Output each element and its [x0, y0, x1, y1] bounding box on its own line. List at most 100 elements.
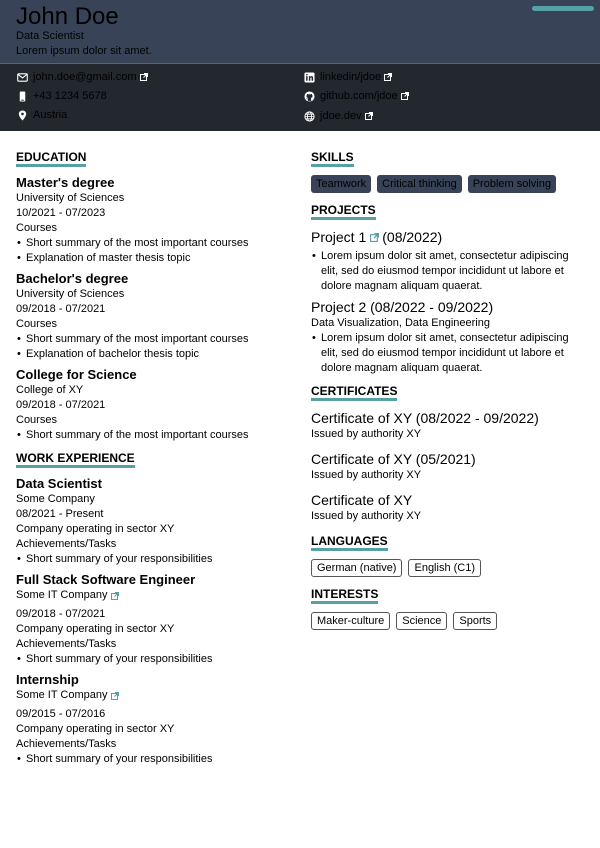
- list-item: Short summary of your responsibilities: [16, 752, 286, 767]
- github-icon: [303, 90, 315, 102]
- date-range: 09/2018 - 07/2021: [16, 303, 106, 315]
- project-name: Project 2: [311, 299, 367, 315]
- certificate-entry: Certificate of XY (05/2021) Issued by au…: [311, 450, 583, 483]
- bullet-list: Short summary of the most important cour…: [16, 332, 286, 362]
- degree-title: Bachelor's degree: [16, 271, 129, 286]
- skill-tag: Problem solving: [467, 175, 556, 193]
- resume-header: John Doe Data Scientist Lorem ipsum dolo…: [0, 0, 600, 63]
- linkedin-link[interactable]: linkedin/jdoe: [320, 71, 382, 83]
- project-entry: Project 2 (08/2022 - 09/2022) Data Visua…: [311, 298, 583, 376]
- language-tags: German (native) English (C1): [311, 559, 583, 577]
- summary-text: Lorem ipsum dolor sit amet.: [16, 45, 152, 57]
- skill-tag: Teamwork: [311, 175, 372, 193]
- section-heading-education: EDUCATION: [16, 150, 87, 167]
- contact-location: Austria: [16, 107, 67, 123]
- certificate-entry: Certificate of XY Issued by authority XY: [311, 491, 583, 524]
- list-item: Short summary of your responsibilities: [16, 552, 286, 567]
- language-tag: German (native): [311, 559, 403, 577]
- company-link[interactable]: Some IT Company: [16, 688, 286, 703]
- contact-website[interactable]: jdoe.dev: [303, 108, 373, 124]
- company-name[interactable]: Some IT Company: [16, 689, 108, 701]
- certificate-title: Certificate of XY (05/2021): [311, 451, 476, 467]
- section-heading-interests: INTERESTS: [311, 587, 379, 604]
- job-title: Data Scientist: [16, 30, 84, 42]
- bullet-list: Lorem ipsum dolor sit amet, consectetur …: [311, 249, 583, 294]
- degree-title: Master's degree: [16, 175, 115, 190]
- list-item: Short summary of your responsibilities: [16, 652, 286, 667]
- company-description: Company operating in sector XY: [16, 523, 175, 535]
- list-item: Lorem ipsum dolor sit amet, consectetur …: [311, 249, 583, 294]
- project-title: Project 2 (08/2022 - 09/2022): [311, 298, 583, 316]
- list-item: Short summary of the most important cour…: [16, 428, 286, 443]
- external-link-icon: [370, 232, 380, 242]
- institution: University of Sciences: [16, 288, 125, 300]
- bullet-list: Short summary of your responsibilities: [16, 652, 286, 667]
- external-link-icon: [364, 112, 373, 120]
- courses-label: Courses: [16, 222, 57, 234]
- github-link[interactable]: github.com/jdoe: [320, 90, 398, 102]
- work-entry: Full Stack Software Engineer Some IT Com…: [16, 572, 286, 667]
- list-item: Explanation of bachelor thesis topic: [16, 347, 286, 362]
- certificate-issuer: Issued by authority XY: [311, 510, 422, 522]
- location-pin-icon: [16, 109, 28, 121]
- contact-bar: john.doe@gmail.com +43 1234 5678 Austria…: [0, 63, 600, 131]
- courses-label: Courses: [16, 318, 57, 330]
- list-item: Lorem ipsum dolor sit amet, consectetur …: [311, 331, 583, 376]
- certificate-issuer: Issued by authority XY: [311, 428, 422, 440]
- external-link-icon: [384, 73, 393, 81]
- interest-tags: Maker-culture Science Sports: [311, 612, 583, 630]
- right-column: SKILLS Teamwork Critical thinking Proble…: [311, 150, 583, 640]
- external-link-icon: [400, 92, 409, 100]
- project-date: (08/2022): [382, 229, 443, 245]
- role-title: Internship: [16, 672, 79, 687]
- contact-email[interactable]: john.doe@gmail.com: [16, 69, 148, 85]
- company-name: Some Company: [16, 493, 95, 505]
- section-heading-work: WORK EXPERIENCE: [16, 451, 135, 468]
- certificate-entry: Certificate of XY (08/2022 - 09/2022) Is…: [311, 409, 583, 442]
- section-heading-languages: LANGUAGES: [311, 534, 388, 551]
- website-link[interactable]: jdoe.dev: [320, 110, 362, 122]
- bullet-list: Lorem ipsum dolor sit amet, consectetur …: [311, 331, 583, 376]
- interest-tag: Science: [396, 612, 448, 630]
- linkedin-icon: [303, 71, 315, 83]
- accent-bar: [532, 6, 594, 11]
- person-name: John Doe: [16, 3, 119, 30]
- skills-tags: Teamwork Critical thinking Problem solvi…: [311, 175, 583, 193]
- contact-linkedin[interactable]: linkedin/jdoe: [303, 69, 393, 85]
- certificate-title: Certificate of XY: [311, 492, 413, 508]
- date-range: 09/2018 - 07/2021: [16, 608, 106, 620]
- external-link-icon: [110, 591, 119, 600]
- list-item: Explanation of master thesis topic: [16, 251, 286, 266]
- project-name[interactable]: Project 1: [311, 229, 367, 245]
- date-range: 10/2021 - 07/2023: [16, 207, 106, 219]
- date-range: 08/2021 - Present: [16, 508, 104, 520]
- contact-phone[interactable]: +43 1234 5678: [16, 88, 107, 104]
- section-heading-projects: PROJECTS: [311, 203, 376, 220]
- certificate-title: Certificate of XY (08/2022 - 09/2022): [311, 410, 539, 426]
- role-title: Data Scientist: [16, 476, 102, 491]
- section-heading-skills: SKILLS: [311, 150, 354, 167]
- bullet-list: Short summary of your responsibilities: [16, 752, 286, 767]
- project-date: (08/2022 - 09/2022): [370, 299, 494, 315]
- contact-github[interactable]: github.com/jdoe: [303, 88, 409, 104]
- bullet-list: Short summary of the most important cour…: [16, 236, 286, 266]
- institution: University of Sciences: [16, 192, 125, 204]
- company-name[interactable]: Some IT Company: [16, 589, 108, 601]
- tasks-label: Achievements/Tasks: [16, 738, 117, 750]
- education-entry: College for Science College of XY 09/201…: [16, 367, 286, 443]
- project-entry: Project 1 (08/2022) Lorem ipsum dolor si…: [311, 228, 583, 294]
- phone-text: +43 1234 5678: [33, 90, 107, 102]
- education-entry: Bachelor's degree University of Sciences…: [16, 271, 286, 362]
- email-link[interactable]: john.doe@gmail.com: [33, 71, 137, 83]
- role-title: Full Stack Software Engineer: [16, 572, 196, 587]
- phone-icon: [16, 90, 28, 102]
- company-link[interactable]: Some IT Company: [16, 588, 286, 603]
- certificate-issuer: Issued by authority XY: [311, 469, 422, 481]
- company-description: Company operating in sector XY: [16, 623, 175, 635]
- list-item: Short summary of the most important cour…: [16, 236, 286, 251]
- courses-label: Courses: [16, 414, 57, 426]
- tasks-label: Achievements/Tasks: [16, 638, 117, 650]
- project-title[interactable]: Project 1 (08/2022): [311, 228, 583, 246]
- bullet-list: Short summary of the most important cour…: [16, 428, 286, 443]
- external-link-icon: [139, 73, 148, 81]
